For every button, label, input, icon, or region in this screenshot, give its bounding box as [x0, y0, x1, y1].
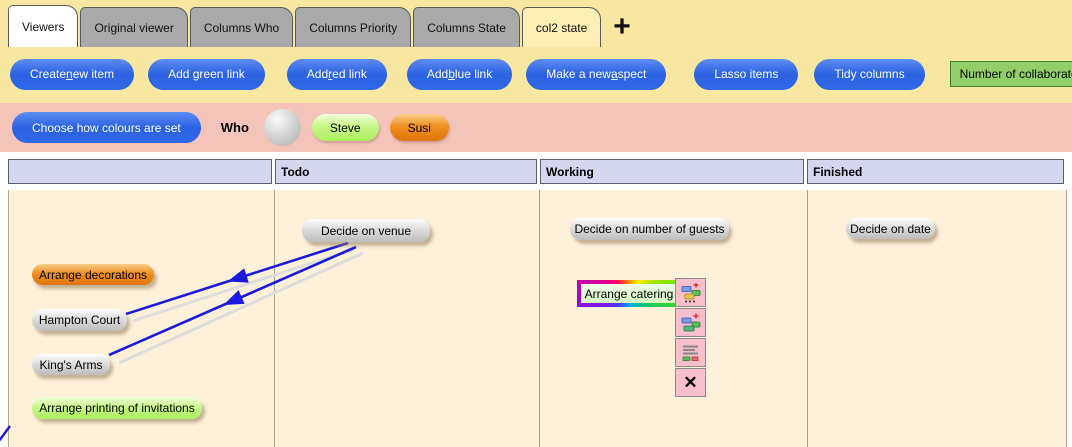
column-headers: Todo Working Finished: [8, 159, 1064, 184]
user-susi-swatch[interactable]: Susi: [389, 114, 449, 141]
button-label: a: [610, 67, 618, 81]
column-header-working: Working: [540, 159, 804, 184]
item-details-icon[interactable]: [675, 338, 706, 367]
item-decide-on-date[interactable]: Decide on date: [846, 218, 935, 239]
edit-item-glyph: [681, 282, 700, 302]
delete-glyph: ✕: [683, 373, 698, 392]
button-label: lue link: [454, 67, 493, 81]
who-label: Who: [220, 120, 249, 135]
column-divider: [274, 190, 275, 447]
column-header-finished: Finished: [807, 159, 1064, 184]
item-hampton-court[interactable]: Hampton Court: [32, 309, 127, 331]
kanban-board: Decide on venue Arrange decorations Hamp…: [8, 190, 1067, 447]
edit-item-icon[interactable]: [675, 278, 706, 307]
add-tab-button[interactable]: +: [613, 10, 631, 43]
item-kings-arms[interactable]: King's Arms: [32, 354, 110, 375]
item-context-menu: ✕: [675, 278, 706, 398]
item-details-glyph: [682, 345, 698, 361]
button-label: Create: [30, 67, 67, 81]
item-decide-on-venue[interactable]: Decide on venue: [302, 219, 430, 242]
tab-columns-priority[interactable]: Columns Priority: [295, 7, 412, 47]
tab-viewers[interactable]: Viewers: [8, 5, 79, 47]
item-arrange-printing-of-invitations[interactable]: Arrange printing of invitations: [32, 397, 202, 419]
tab-label: Columns Who: [203, 20, 280, 35]
delete-icon[interactable]: ✕: [675, 368, 706, 397]
button-label: Add: [306, 67, 329, 81]
tab-bar: Viewers Original viewer Columns Who Colu…: [8, 5, 631, 47]
tab-columns-state[interactable]: Columns State: [413, 7, 520, 47]
tab-label: col2 state: [535, 20, 588, 35]
tab-original-viewer[interactable]: Original viewer: [80, 7, 188, 47]
column-header-unnamed: [8, 159, 272, 184]
item-arrange-decorations[interactable]: Arrange decorations: [32, 264, 154, 285]
button-label: r: [328, 67, 333, 81]
tab-label: Columns Priority: [309, 20, 398, 35]
button-label: Tidy columns: [834, 67, 905, 81]
button-label: n: [66, 67, 73, 81]
choose-colours-button[interactable]: Choose how colours are set: [12, 112, 201, 143]
tab-label: Columns State: [427, 20, 506, 35]
tidy-columns-button[interactable]: Tidy columns: [814, 58, 925, 90]
column-header-todo: Todo: [275, 159, 537, 184]
column-divider: [807, 190, 808, 447]
add-aspect-icon[interactable]: [675, 308, 706, 337]
tab-label: Viewers: [22, 19, 65, 34]
button-label: ew item: [72, 67, 115, 81]
item-label: Arrange catering: [581, 284, 677, 303]
item-decide-on-number-of-guests[interactable]: Decide on number of guests: [570, 218, 729, 240]
tab-col2-state[interactable]: col2 state: [521, 7, 602, 47]
user-steve-swatch[interactable]: Steve: [311, 114, 379, 141]
add-aspect-glyph: [681, 313, 700, 331]
button-label: Make a new: [546, 67, 611, 81]
column-divider: [539, 190, 540, 447]
collaborators-count-badge: Number of collaborators: 0: [949, 61, 1072, 87]
button-label: Add green link: [168, 67, 245, 81]
lasso-items-button[interactable]: Lasso items: [694, 58, 799, 90]
item-arrange-catering-selected[interactable]: Arrange catering: [577, 280, 681, 307]
button-label: Add: [426, 67, 449, 81]
button-label: ed link: [332, 67, 367, 81]
button-label: b: [448, 67, 455, 81]
tab-label: Original viewer: [94, 20, 174, 35]
colour-bar: Choose how colours are set Who Steve Sus…: [0, 103, 1072, 152]
unassigned-colour-swatch[interactable]: [263, 109, 301, 146]
button-label: Lasso items: [714, 67, 779, 81]
top-bar: Viewers Original viewer Columns Who Colu…: [0, 0, 1072, 103]
button-label: spect: [617, 67, 647, 81]
add-green-link-button[interactable]: Add green link: [148, 58, 265, 90]
tab-columns-who[interactable]: Columns Who: [189, 7, 294, 47]
